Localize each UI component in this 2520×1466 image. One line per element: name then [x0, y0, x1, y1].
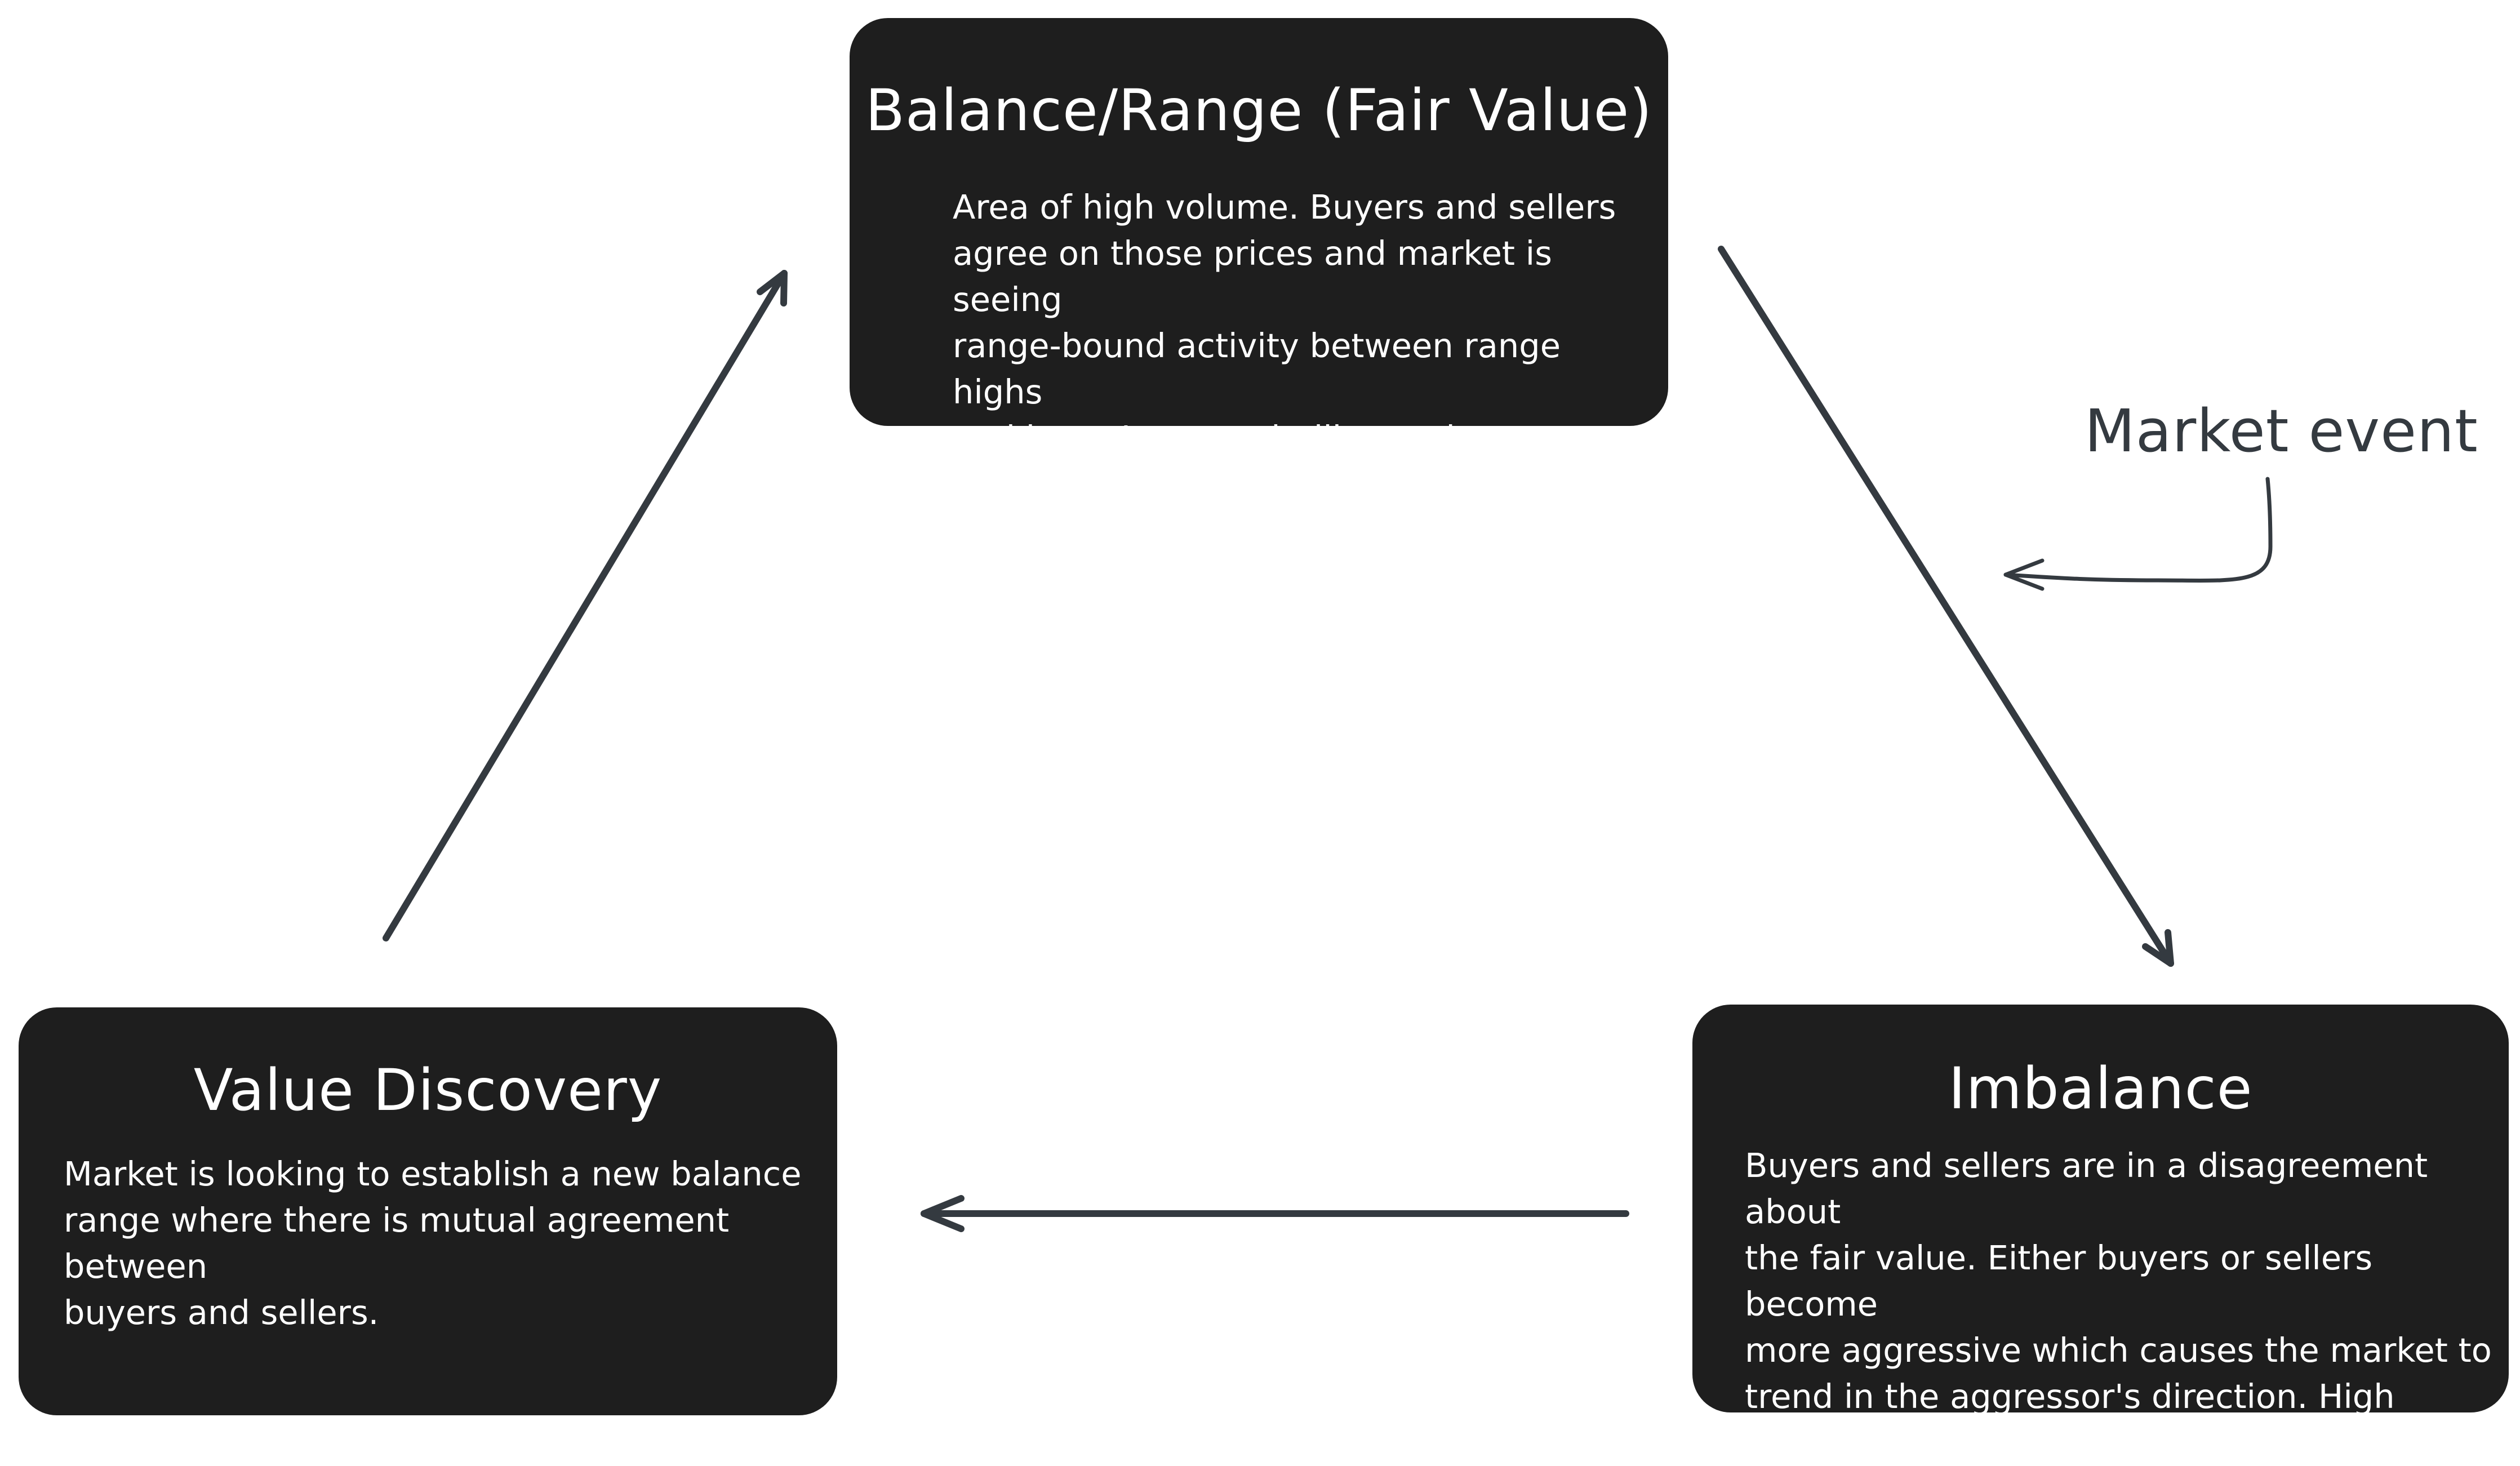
imbalance-description: Buyers and sellers are in a disagreement… [1745, 1146, 2492, 1462]
arrow-imbalance-to-discovery [921, 1195, 1629, 1232]
value-discovery-title: Value Discovery [193, 1057, 663, 1124]
value-discovery-node: Value Discovery Market is looking to est… [19, 1007, 837, 1415]
balance-range-title: Balance/Range (Fair Value) [865, 77, 1653, 144]
flow-arrows [383, 246, 2273, 1232]
arrow-discovery-to-balance [383, 270, 788, 941]
balance-range-description: Area of high volume. Buyers and sellers … [953, 188, 1616, 457]
value-discovery-description: Market is looking to establish a new bal… [64, 1154, 802, 1332]
market-event-label: Market event [2085, 397, 2478, 465]
arrow-balance-to-imbalance [1718, 246, 2174, 967]
imbalance-title: Imbalance [1948, 1055, 2253, 1122]
imbalance-node: Imbalance Buyers and sellers are in a di… [1692, 1005, 2509, 1462]
market-event-pointer-arrow [2003, 477, 2273, 591]
balance-range-node: Balance/Range (Fair Value) Area of high … [850, 18, 1668, 457]
